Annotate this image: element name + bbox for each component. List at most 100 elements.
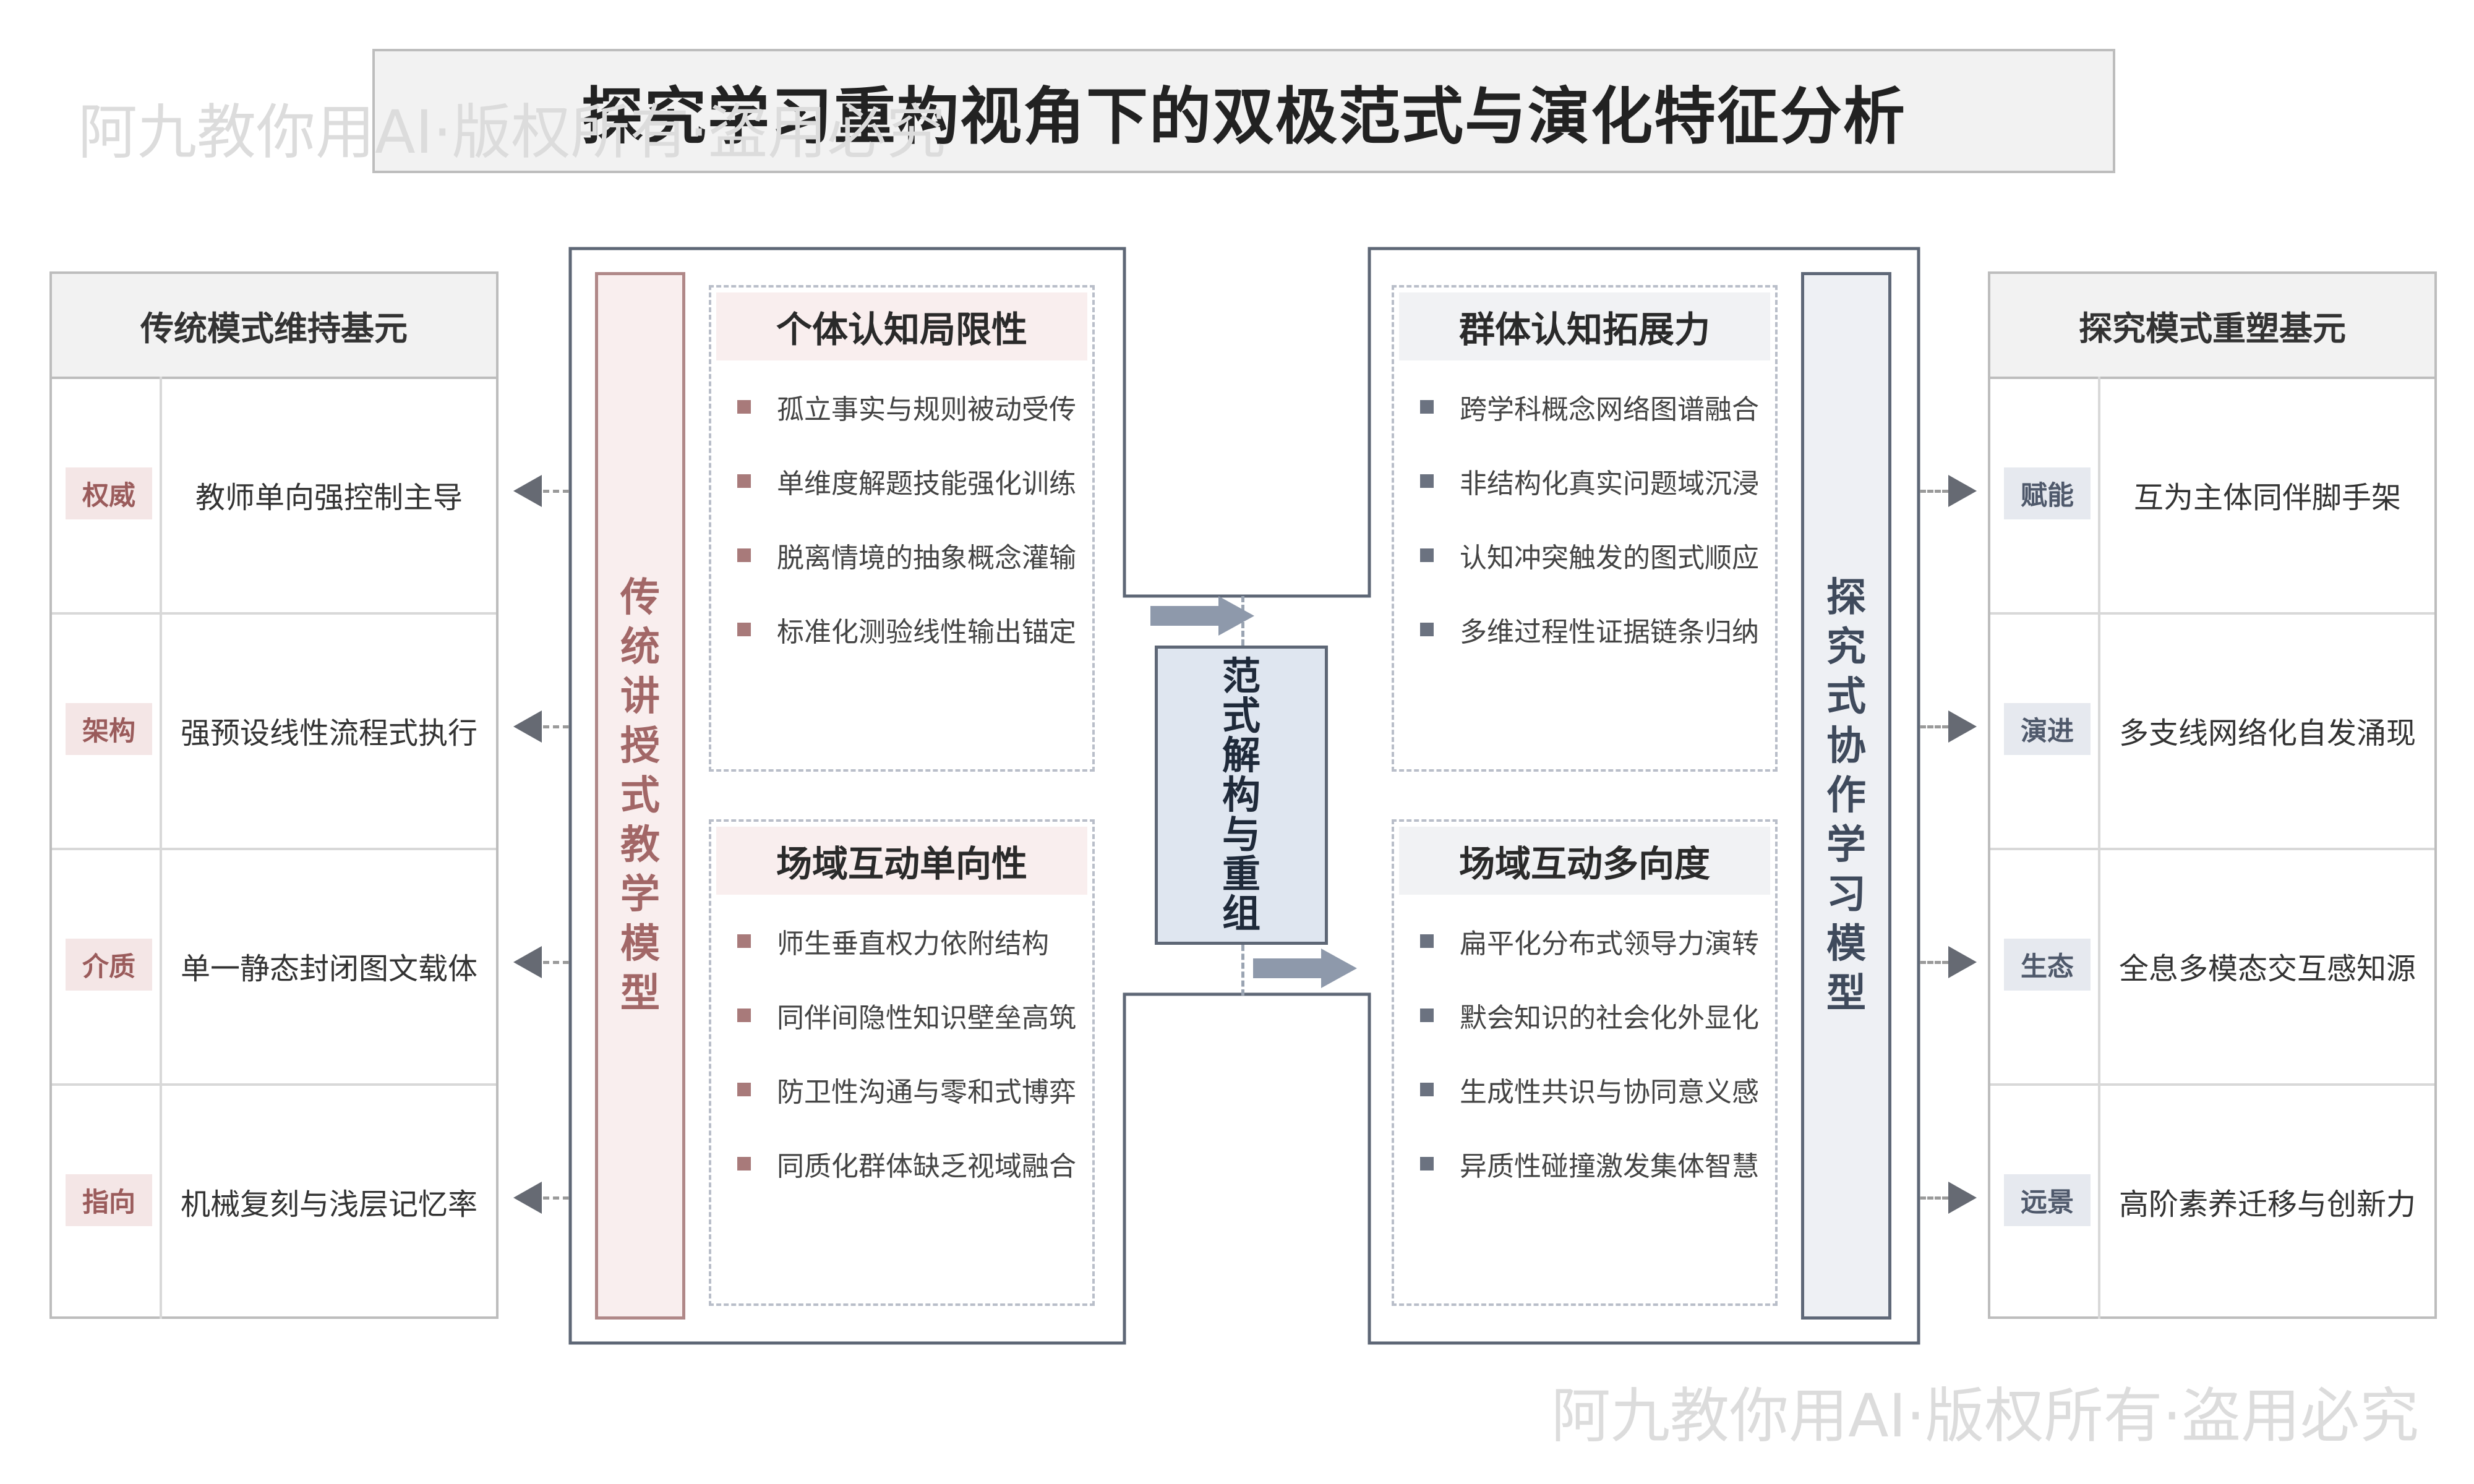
bullet-square-icon <box>1420 1157 1434 1171</box>
left-table: 传统模式维持基元 权威 教师单向强控制主导 架构 强预设线性流程式执行 介质 单… <box>49 271 499 1319</box>
list-item: 同伴间隐性知识壁垒高筑 <box>737 997 1076 1034</box>
label-char: 与 <box>1222 812 1261 857</box>
bullet-square-icon <box>1420 548 1434 562</box>
label-char: 组 <box>1222 891 1261 936</box>
label-char: 授 <box>620 723 660 769</box>
label-char: 重 <box>1222 851 1261 897</box>
right-row-text: 高阶素养迁移与创新力 <box>2118 1187 2416 1222</box>
right-row-tag: 赋能 <box>2004 467 2091 519</box>
arrow-dash <box>543 1196 569 1200</box>
label-char: 式 <box>620 773 660 819</box>
left-row-text: 强预设线性流程式执行 <box>180 715 477 751</box>
label-char: 型 <box>1826 971 1866 1017</box>
label-char: 究 <box>1826 625 1866 670</box>
center-connector <box>1241 945 1244 996</box>
arrow-dash <box>1920 1196 1948 1200</box>
list-item-text: 脱离情境的抽象概念灌输 <box>777 542 1076 574</box>
label-char: 范 <box>1222 654 1261 699</box>
left-row: 指向 机械复刻与浅层记忆率 <box>52 1083 496 1319</box>
label-char: 式 <box>1222 693 1261 738</box>
row-divider <box>160 848 162 1083</box>
list-item-text: 非结构化真实问题域沉浸 <box>1460 468 1759 500</box>
label-char: 学 <box>620 872 660 918</box>
left-row-tag: 指向 <box>66 1174 152 1226</box>
bullet-square-icon <box>737 1157 751 1171</box>
list-item: 同质化群体缺乏视域融合 <box>737 1145 1076 1182</box>
row-divider <box>160 1083 162 1319</box>
bullet-square-icon <box>1420 400 1434 414</box>
arrow-dash <box>543 490 569 493</box>
center-label: 范 式 解 构 与 重 组 <box>1155 646 1328 945</box>
list-item: 跨学科概念网络图谱融合 <box>1420 388 1759 425</box>
left-model-label: 传 统 讲 授 式 教 学 模 型 <box>595 272 685 1320</box>
right-row: 生态 全息多模态交互感知源 <box>1990 848 2434 1086</box>
list-item: 非结构化真实问题域沉浸 <box>1420 463 1759 500</box>
label-char: 习 <box>1826 872 1866 918</box>
arrow-out-center-icon <box>1253 949 1357 988</box>
left-row-tag: 介质 <box>66 939 152 991</box>
list-item: 孤立事实与规则被动受传 <box>737 388 1076 425</box>
arrow-right-icon <box>1948 710 1977 743</box>
row-divider <box>2098 848 2100 1083</box>
list-item-text: 单维度解题技能强化训练 <box>777 468 1076 500</box>
right-row: 演进 多支线网络化自发涌现 <box>1990 612 2434 850</box>
label-char: 传 <box>620 575 660 621</box>
label-char: 模 <box>620 921 660 967</box>
label-char: 型 <box>620 971 660 1017</box>
label-char: 构 <box>1222 772 1261 817</box>
arrow-left-icon <box>513 946 542 978</box>
right-row-tag: 远景 <box>2004 1174 2091 1226</box>
list-item-text: 异质性碰撞激发集体智慧 <box>1460 1151 1759 1182</box>
list-item: 扁平化分布式领导力演转 <box>1420 923 1759 960</box>
list-item: 多维过程性证据链条归纳 <box>1420 611 1759 648</box>
row-divider <box>2098 612 2100 848</box>
right-row-text: 互为主体同伴脚手架 <box>2133 480 2401 515</box>
right-model-label: 探 究 式 协 作 学 习 模 型 <box>1801 272 1891 1320</box>
right-panel-bottom: 场域互动多向度 扁平化分布式领导力演转 默会知识的社会化外显化 生成性共识与协同… <box>1392 819 1778 1306</box>
bullet-square-icon <box>737 1083 751 1096</box>
label-char: 教 <box>620 822 660 868</box>
bullet-square-icon <box>1420 474 1434 488</box>
row-divider <box>160 612 162 848</box>
panel-title: 场域互动单向性 <box>716 827 1087 895</box>
right-row-text: 多支线网络化自发涌现 <box>2118 715 2416 751</box>
right-row-tag: 演进 <box>2004 703 2091 755</box>
list-item-text: 标准化测验线性输出锚定 <box>777 616 1076 648</box>
list-item: 生成性共识与协同意义感 <box>1420 1071 1759 1108</box>
watermark-top: 阿九教你用AI·版权所有·盗用必究 <box>78 98 946 167</box>
right-panel-top: 群体认知拓展力 跨学科概念网络图谱融合 非结构化真实问题域沉浸 认知冲突触发的图… <box>1392 285 1778 772</box>
bullet-square-icon <box>737 934 751 948</box>
list-item: 标准化测验线性输出锚定 <box>737 611 1076 648</box>
left-row-text: 教师单向强控制主导 <box>195 480 463 515</box>
row-divider <box>2098 377 2100 612</box>
arrow-dash <box>1920 725 1948 728</box>
list-item: 师生垂直权力依附结构 <box>737 923 1049 960</box>
row-divider <box>2098 1083 2100 1319</box>
bullet-square-icon <box>737 548 751 562</box>
list-item-text: 生成性共识与协同意义感 <box>1460 1077 1759 1108</box>
label-char: 作 <box>1826 773 1866 819</box>
list-item-text: 多维过程性证据链条归纳 <box>1460 616 1759 648</box>
list-item: 异质性碰撞激发集体智慧 <box>1420 1145 1759 1182</box>
arrow-left-icon <box>513 475 542 507</box>
bullet-square-icon <box>737 1009 751 1022</box>
left-row-tag: 权威 <box>66 467 152 519</box>
list-item-text: 默会知识的社会化外显化 <box>1460 1002 1759 1034</box>
arrow-right-icon <box>1948 475 1977 507</box>
right-row: 赋能 互为主体同伴脚手架 <box>1990 377 2434 615</box>
label-char: 讲 <box>620 674 660 720</box>
label-char: 式 <box>1826 674 1866 720</box>
list-item: 防卫性沟通与零和式博弈 <box>737 1071 1076 1108</box>
left-row: 介质 单一静态封闭图文载体 <box>52 848 496 1086</box>
right-row-text: 全息多模态交互感知源 <box>2118 951 2416 986</box>
panel-title: 场域互动多向度 <box>1399 827 1770 895</box>
arrow-dash <box>1920 961 1948 964</box>
list-item-text: 师生垂直权力依附结构 <box>777 928 1049 960</box>
left-panel-top: 个体认知局限性 孤立事实与规则被动受传 单维度解题技能强化训练 脱离情境的抽象概… <box>709 285 1095 772</box>
arrow-dash <box>1920 490 1948 493</box>
right-table-header: 探究模式重塑基元 <box>1990 274 2434 379</box>
bullet-square-icon <box>737 474 751 488</box>
watermark-bottom: 阿九教你用AI·版权所有·盗用必究 <box>1551 1381 2420 1451</box>
arrow-dash <box>543 725 569 728</box>
list-item-text: 认知冲突触发的图式顺应 <box>1460 542 1759 574</box>
